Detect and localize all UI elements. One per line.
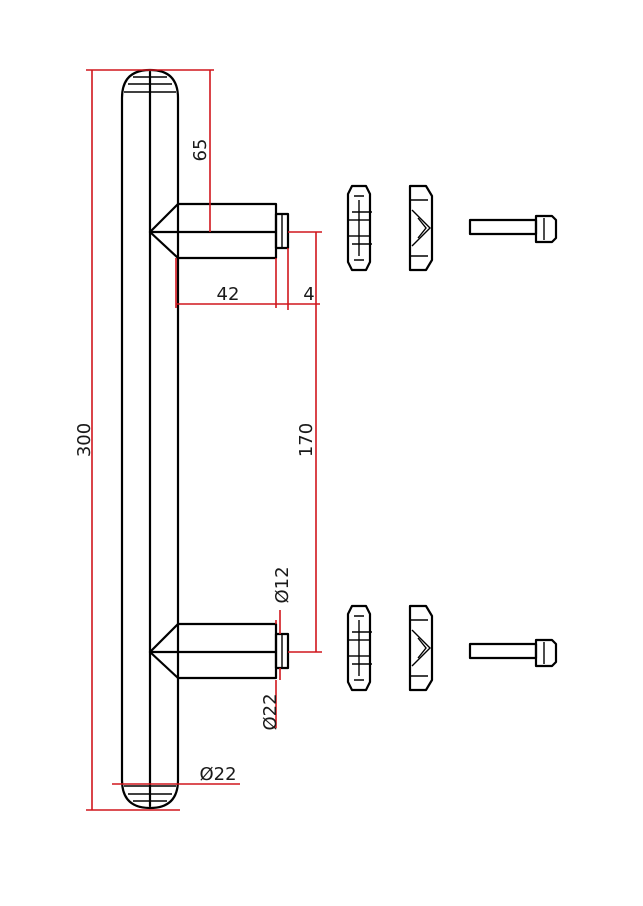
upper-screw [468, 214, 558, 244]
dimension-thread-length [287, 248, 320, 310]
upper-rosette [346, 184, 372, 272]
handle-bar [120, 68, 180, 810]
dimension-leg-length [175, 258, 288, 308]
overall-length-label: 300 [74, 423, 95, 457]
upper-washer [408, 184, 434, 272]
stud-diameter-label: Ø12 [272, 566, 293, 603]
leg-length-label: 42 [217, 284, 240, 305]
lower-screw [468, 638, 558, 668]
lower-leg [148, 622, 290, 680]
lower-washer [408, 604, 434, 692]
bar-diameter-label: Ø22 [199, 764, 236, 785]
thread-length-label: 4 [303, 284, 314, 305]
lower-rosette [346, 604, 372, 692]
dimension-center-distance [288, 231, 322, 653]
upper-leg [148, 202, 290, 260]
leg-diameter-label: Ø22 [260, 693, 281, 730]
dimension-overall-length [86, 69, 214, 811]
leg-height-label: 65 [190, 139, 211, 162]
center-distance-label: 170 [296, 423, 317, 457]
